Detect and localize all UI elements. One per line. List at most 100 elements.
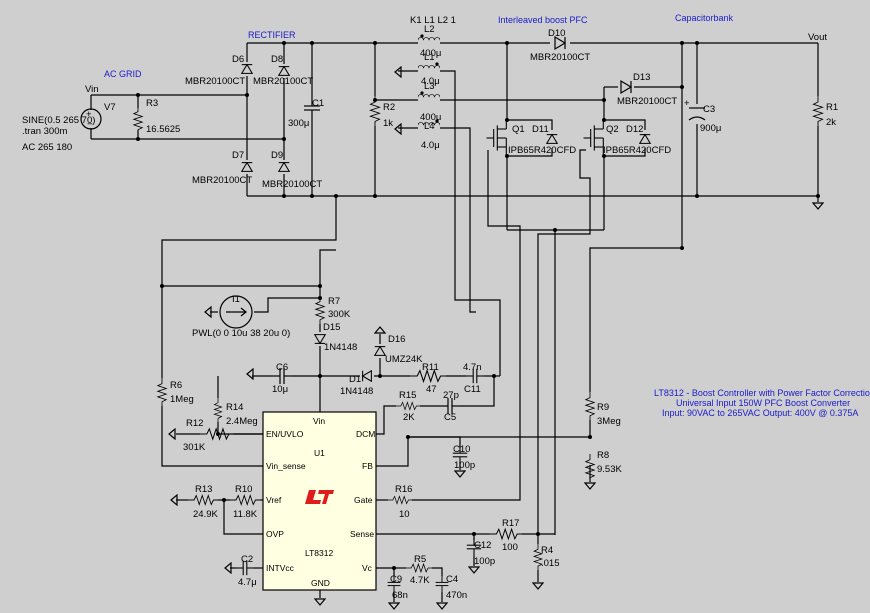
svg-text:R1: R1 bbox=[826, 102, 838, 113]
v7-voltage-source[interactable]: +− bbox=[80, 108, 102, 130]
l1-ground bbox=[394, 66, 402, 78]
d1-diode[interactable] bbox=[362, 370, 372, 382]
svg-text:C1: C1 bbox=[312, 98, 324, 109]
d16-ground bbox=[374, 326, 386, 334]
svg-text:2K: 2K bbox=[403, 412, 415, 423]
r16-resistor[interactable] bbox=[388, 495, 412, 505]
d11-diode[interactable] bbox=[546, 134, 558, 144]
l3-inductor[interactable] bbox=[418, 93, 440, 98]
svg-text:3Meg: 3Meg bbox=[597, 416, 621, 427]
svg-text:47: 47 bbox=[426, 384, 437, 395]
svg-text:2k: 2k bbox=[826, 117, 836, 128]
heading-ac-grid: AC GRID bbox=[104, 69, 142, 79]
d7-diode[interactable] bbox=[241, 162, 253, 172]
svg-text:Q2: Q2 bbox=[606, 124, 619, 135]
svg-text:Vref: Vref bbox=[266, 495, 282, 505]
circuit-description: LT8312 - Boost Controller with Power Fac… bbox=[654, 388, 870, 418]
svg-text:R11: R11 bbox=[422, 362, 439, 373]
d13-diode[interactable] bbox=[620, 80, 632, 94]
svg-text:C2: C2 bbox=[241, 554, 253, 565]
r13-resistor[interactable] bbox=[188, 494, 218, 506]
svg-text:68n: 68n bbox=[392, 590, 408, 601]
net-vin: Vin bbox=[85, 84, 99, 95]
l1-inductor[interactable] bbox=[418, 64, 440, 69]
r17-resistor[interactable] bbox=[490, 528, 522, 540]
svg-text:−: − bbox=[87, 119, 93, 130]
component-labels: R3 16.5625 D6 MBR20100CT D8 MBR20100CT D… bbox=[146, 24, 838, 601]
svg-text:L1: L1 bbox=[424, 52, 435, 63]
q2-mosfet[interactable] bbox=[582, 120, 604, 156]
svg-text:D12: D12 bbox=[626, 124, 643, 135]
r6-resistor[interactable] bbox=[157, 378, 167, 406]
r7-resistor[interactable] bbox=[315, 296, 325, 324]
r8-ground bbox=[584, 482, 596, 490]
svg-text:+: + bbox=[86, 109, 92, 120]
svg-text:Vin: Vin bbox=[313, 416, 325, 426]
r1-resistor[interactable] bbox=[812, 96, 824, 126]
inductor-phase-dots bbox=[420, 34, 439, 123]
c4-ground bbox=[436, 602, 448, 610]
wires bbox=[90, 42, 819, 602]
svg-text:R12: R12 bbox=[186, 418, 203, 429]
c3-capacitor[interactable]: + bbox=[684, 98, 706, 121]
d12-diode[interactable] bbox=[639, 134, 651, 144]
q1-mosfet[interactable] bbox=[485, 120, 507, 156]
r10-resistor[interactable] bbox=[230, 494, 260, 506]
svg-text:DCM: DCM bbox=[356, 429, 375, 439]
svg-text:D1: D1 bbox=[349, 374, 361, 385]
svg-text:4.7μ: 4.7μ bbox=[238, 577, 257, 588]
r15-resistor[interactable] bbox=[396, 401, 420, 411]
svg-text:L3: L3 bbox=[424, 81, 435, 92]
svg-text:R15: R15 bbox=[399, 390, 416, 401]
svg-text:D7: D7 bbox=[232, 150, 244, 161]
svg-text:10μ: 10μ bbox=[272, 384, 288, 395]
d6-diode[interactable] bbox=[241, 64, 253, 74]
svg-text:D6: D6 bbox=[232, 54, 244, 65]
d9-diode[interactable] bbox=[278, 162, 290, 172]
svg-text:R16: R16 bbox=[395, 484, 412, 495]
svg-text:OVP: OVP bbox=[266, 529, 284, 539]
r14-resistor[interactable] bbox=[213, 398, 223, 422]
svg-text:C12: C12 bbox=[474, 540, 491, 551]
svg-text:1N4148: 1N4148 bbox=[340, 386, 373, 397]
svg-text:400μ: 400μ bbox=[420, 112, 441, 123]
svg-text:C6: C6 bbox=[276, 362, 288, 373]
svg-text:D15: D15 bbox=[323, 322, 340, 333]
svg-text:R17: R17 bbox=[502, 518, 519, 529]
svg-text:C9: C9 bbox=[390, 574, 402, 585]
svg-text:R2: R2 bbox=[383, 102, 395, 113]
svg-text:D8: D8 bbox=[271, 54, 283, 65]
r9-resistor[interactable] bbox=[585, 392, 595, 420]
svg-text:R6: R6 bbox=[170, 380, 182, 391]
i1-current-source[interactable] bbox=[219, 295, 253, 329]
svg-text:900μ: 900μ bbox=[700, 123, 721, 134]
svg-text:100: 100 bbox=[502, 542, 518, 553]
svg-text:301K: 301K bbox=[183, 442, 206, 453]
r3-resistor[interactable] bbox=[133, 106, 143, 134]
svg-text:GND: GND bbox=[311, 578, 330, 588]
svg-text:MBR20100CT: MBR20100CT bbox=[530, 52, 590, 63]
r5-resistor[interactable] bbox=[406, 563, 432, 573]
svg-text:.015: .015 bbox=[541, 558, 560, 569]
svg-text:INTVcc: INTVcc bbox=[266, 563, 295, 573]
r4-ground bbox=[532, 582, 544, 590]
svg-text:MBR20100CT: MBR20100CT bbox=[617, 96, 677, 107]
svg-text:2.4Meg: 2.4Meg bbox=[226, 416, 258, 427]
svg-text:4.0μ: 4.0μ bbox=[421, 76, 440, 87]
heading-capbank: Capacitorbank bbox=[675, 13, 734, 23]
r12-ground bbox=[168, 428, 176, 440]
net-labels: Vin Vout bbox=[85, 32, 827, 95]
svg-text:Universal Input 150W PFC Boost: Universal Input 150W PFC Boost Converter bbox=[676, 398, 850, 408]
l2-inductor[interactable] bbox=[418, 36, 440, 41]
svg-text:C3: C3 bbox=[703, 104, 715, 115]
svg-text:4.7K: 4.7K bbox=[410, 575, 430, 586]
svg-text:1k: 1k bbox=[383, 118, 393, 129]
d8-diode[interactable] bbox=[278, 66, 290, 76]
junctions bbox=[136, 41, 820, 570]
svg-text:LT8312 - Boost Controller with: LT8312 - Boost Controller with Power Fac… bbox=[654, 388, 870, 398]
svg-text:MBR20100CT: MBR20100CT bbox=[185, 76, 245, 87]
svg-text:D16: D16 bbox=[388, 334, 405, 345]
svg-text:MBR20100CT: MBR20100CT bbox=[262, 179, 322, 190]
ac-directive: AC 265 180 bbox=[22, 142, 72, 153]
d16-zener[interactable] bbox=[374, 346, 386, 356]
